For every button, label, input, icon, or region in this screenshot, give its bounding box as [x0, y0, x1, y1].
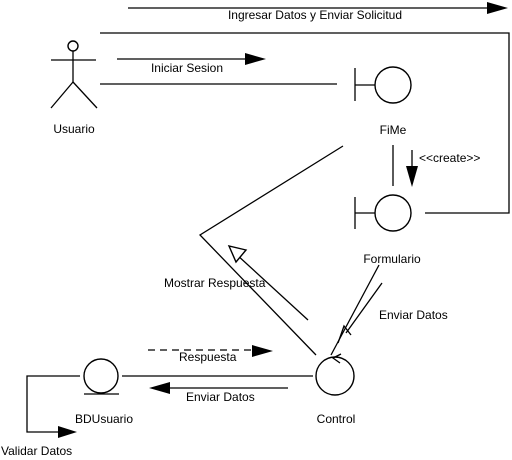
- entity-bdusuario[interactable]: BDUsuario: [75, 358, 133, 426]
- message-arrow-respuesta: [148, 345, 273, 357]
- control-control-label: Control: [317, 412, 356, 426]
- message-respuesta-label: Respuesta: [179, 350, 237, 364]
- message-create-label: <<create>>: [419, 151, 480, 165]
- message-arrow-enviar-bd: [149, 382, 288, 394]
- message-enviar-formulario-label: Enviar Datos: [379, 308, 448, 322]
- boundary-circle: [374, 66, 412, 104]
- entity-circle: [83, 358, 119, 394]
- link-usuario-formulario: [100, 32, 510, 214]
- actor-right-leg: [72, 81, 98, 109]
- message-arrow-enviar-formulario: [337, 282, 383, 344]
- message-ingresar-label: Ingresar Datos y Enviar Solicitud: [228, 8, 402, 22]
- link-bdusuario-self: [26, 375, 80, 433]
- control-arrowhead: [331, 353, 342, 364]
- message-arrow-validar: [58, 426, 77, 438]
- message-arrow-ingresar: [128, 2, 508, 14]
- actor-usuario[interactable]: Usuario: [50, 40, 98, 136]
- boundary-circle: [374, 194, 412, 232]
- control-circle: [315, 356, 355, 396]
- message-arrow-iniciar: [117, 53, 266, 65]
- boundary-fime[interactable]: FiMe: [354, 66, 412, 137]
- message-iniciar-label: Iniciar Sesion: [151, 61, 223, 75]
- message-mostrar-label: Mostrar Respuesta: [164, 276, 266, 290]
- boundary-fime-label: FiMe: [380, 123, 407, 137]
- actor-left-leg: [50, 81, 74, 109]
- message-validar-label: Validar Datos: [1, 444, 72, 458]
- boundary-formulario[interactable]: Formulario: [354, 194, 421, 266]
- actor-head: [67, 40, 79, 52]
- boundary-formulario-label: Formulario: [363, 252, 421, 266]
- entity-bdusuario-label: BDUsuario: [75, 412, 133, 426]
- message-arrow-create: [406, 150, 418, 187]
- message-arrow-mostrar: [227, 244, 309, 321]
- control-control[interactable]: Control: [315, 353, 356, 426]
- link-fime-control: [198, 145, 344, 356]
- actor-usuario-label: Usuario: [53, 122, 95, 136]
- message-enviar-bd-label: Enviar Datos: [186, 390, 255, 404]
